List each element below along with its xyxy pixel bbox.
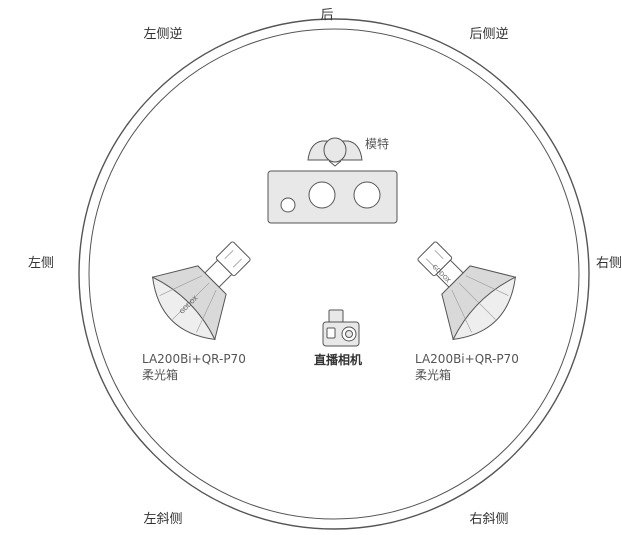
direction-left-label: 左侧 [28,256,55,271]
direction-right-oblique-label: 右斜侧 [469,512,509,527]
table-object-medium [308,181,336,209]
left-light-model-label: LA200Bi+QR-P70 [142,352,246,366]
table-object-small [280,197,296,213]
table [267,170,398,224]
studio-outer-circle [78,18,590,530]
right-light-type-label: 柔光箱 [415,368,452,382]
direction-right-back-label: 后侧逆 [469,27,509,42]
left-light-type-label: 柔光箱 [142,368,179,382]
live-camera [322,309,360,347]
right-softbox-light [417,241,517,341]
table-object-large [353,181,381,209]
model-figure [307,137,363,167]
studio-inner-circle [88,28,580,520]
left-softbox-light: GODOX [151,241,251,341]
direction-back-label: 后 [320,8,334,23]
direction-right-label: 右侧 [596,256,622,271]
right-light-model-label: LA200Bi+QR-P70 [415,352,519,366]
model-label: 模特 [365,137,390,151]
direction-left-back-label: 左侧逆 [143,27,183,42]
direction-left-oblique-label: 左斜侧 [143,512,183,527]
camera-label: 直播相机 [314,353,363,367]
